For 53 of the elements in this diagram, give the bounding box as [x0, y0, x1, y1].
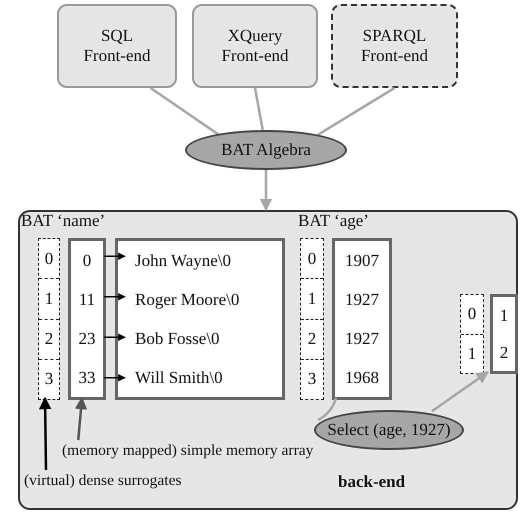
index-number: 2	[44, 329, 54, 350]
operator-ellipse: BAT Algebra	[185, 130, 347, 170]
offset-number: 33	[78, 368, 96, 388]
surrogate-column	[300, 238, 324, 400]
index-number: 1	[468, 344, 476, 364]
surrogate-column	[460, 294, 484, 374]
connector-line	[317, 86, 396, 136]
index-number: 0	[468, 304, 476, 324]
front-end-box: XQuery Front-end	[192, 4, 318, 88]
year-value: 1907	[345, 250, 379, 270]
index-number: 0	[44, 248, 54, 269]
result-value: 1	[500, 306, 508, 326]
arrow	[104, 293, 126, 300]
offset-column	[68, 238, 106, 400]
front-end-box: SPARQL Front-end	[331, 4, 458, 88]
result-column	[490, 294, 518, 374]
string-value: Bob Fosse\0	[135, 328, 220, 348]
operator-ellipse: Select (age, 1927)	[314, 410, 464, 450]
back-end-panel	[18, 210, 518, 510]
connector-line	[317, 398, 338, 422]
annotation-text: (virtual) dense surrogates	[24, 472, 264, 492]
arrow	[260, 170, 272, 212]
arrow	[431, 370, 490, 412]
index-number: 2	[308, 329, 316, 350]
index-number: 3	[308, 369, 316, 390]
string-value: Will Smith\0	[135, 368, 223, 388]
table-heading: BAT ‘age’	[298, 211, 369, 231]
leader-arrow	[74, 396, 88, 440]
arrow	[104, 252, 126, 260]
year-value: 1927	[345, 328, 379, 348]
connector-line	[254, 88, 264, 130]
index-number: 3	[44, 369, 54, 390]
string-heap	[115, 238, 285, 400]
arrow	[104, 334, 126, 341]
value-column	[332, 238, 392, 400]
offset-number: 0	[82, 250, 92, 270]
year-value: 1927	[345, 290, 379, 310]
string-value: Roger Moore\0	[135, 290, 240, 310]
panel-title: back-end	[338, 472, 406, 492]
index-number: 0	[308, 248, 316, 269]
offset-number: 11	[78, 290, 96, 310]
index-number: 1	[44, 288, 54, 309]
offset-number: 23	[78, 328, 96, 348]
year-value: 1968	[345, 368, 379, 388]
index-number: 1	[308, 288, 316, 309]
leader-arrow	[38, 396, 52, 470]
arrow	[104, 374, 126, 382]
string-value: John Wayne\0	[135, 250, 232, 270]
annotation-text: (memory mapped) simple memory array	[62, 442, 312, 462]
surrogate-column	[38, 238, 60, 400]
table-heading: BAT ‘name’	[21, 211, 106, 231]
front-end-box: SQL Front-end	[57, 4, 177, 88]
result-value: 2	[500, 342, 508, 362]
